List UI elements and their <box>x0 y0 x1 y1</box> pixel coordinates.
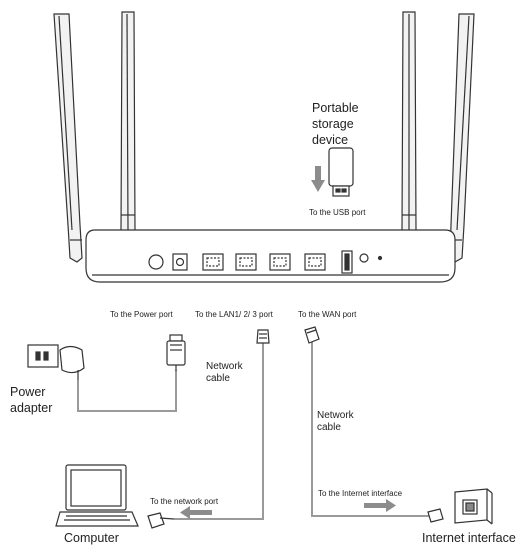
rj45-plug-icon-computer <box>147 512 175 529</box>
lan-port-3-icon <box>269 253 291 271</box>
arrow-icon-computer <box>180 506 212 519</box>
power-adapter-icon <box>27 344 85 380</box>
rj45-plug-icon-lan <box>256 329 270 344</box>
power-port-label: To the Power port <box>110 310 173 319</box>
network-port-label: To the network port <box>150 497 219 506</box>
antenna-icon-left-outer <box>53 13 83 263</box>
lan-port-1-icon <box>202 253 224 271</box>
internet-interface-label: Internet interface <box>422 531 516 545</box>
antenna-icon-left-inner <box>120 11 136 253</box>
network-cable-label-2-line1: Network <box>317 410 355 421</box>
router-icon <box>85 229 456 283</box>
arrow-icon-internet <box>364 499 396 512</box>
lan-port-label: To the LAN1/ 2/ 3 port <box>195 310 274 319</box>
power-adapter-label-line1: Power <box>10 385 45 399</box>
antenna-icon-right-outer <box>449 13 475 263</box>
power-button-icon <box>148 254 164 270</box>
network-cable-label-1-line2: cable <box>206 373 230 384</box>
wan-port-icon <box>304 253 326 271</box>
portable-storage-label-line1: Portable <box>312 101 359 115</box>
arrow-icon-usb <box>311 166 325 192</box>
power-cable <box>77 370 177 412</box>
network-cable-wan <box>311 342 432 517</box>
power-adapter-label-line2: adapter <box>10 401 52 415</box>
antenna-icon-right-inner <box>401 11 417 253</box>
portable-storage-label-line3: device <box>312 133 348 147</box>
rj45-plug-icon-wan <box>304 326 320 344</box>
network-cable-label-2-line2: cable <box>317 422 341 433</box>
status-led-icon <box>377 255 383 261</box>
usb-port-label: To the USB port <box>309 208 366 217</box>
computer-label: Computer <box>64 531 119 545</box>
internet-interface-arrow-label: To the Internet interface <box>318 489 403 498</box>
dc-plug-icon <box>166 334 186 371</box>
laptop-icon <box>55 464 139 527</box>
reset-button-icon <box>359 253 369 263</box>
portable-storage-label-line2: storage <box>312 117 354 131</box>
lan-port-2-icon <box>235 253 257 271</box>
network-cable-lan <box>174 342 264 520</box>
wall-socket-icon <box>454 488 493 525</box>
network-cable-label-1-line1: Network <box>206 361 244 372</box>
rj45-plug-icon-internet <box>427 508 444 523</box>
usb-drive-icon <box>328 147 354 197</box>
wan-port-label: To the WAN port <box>298 310 357 319</box>
